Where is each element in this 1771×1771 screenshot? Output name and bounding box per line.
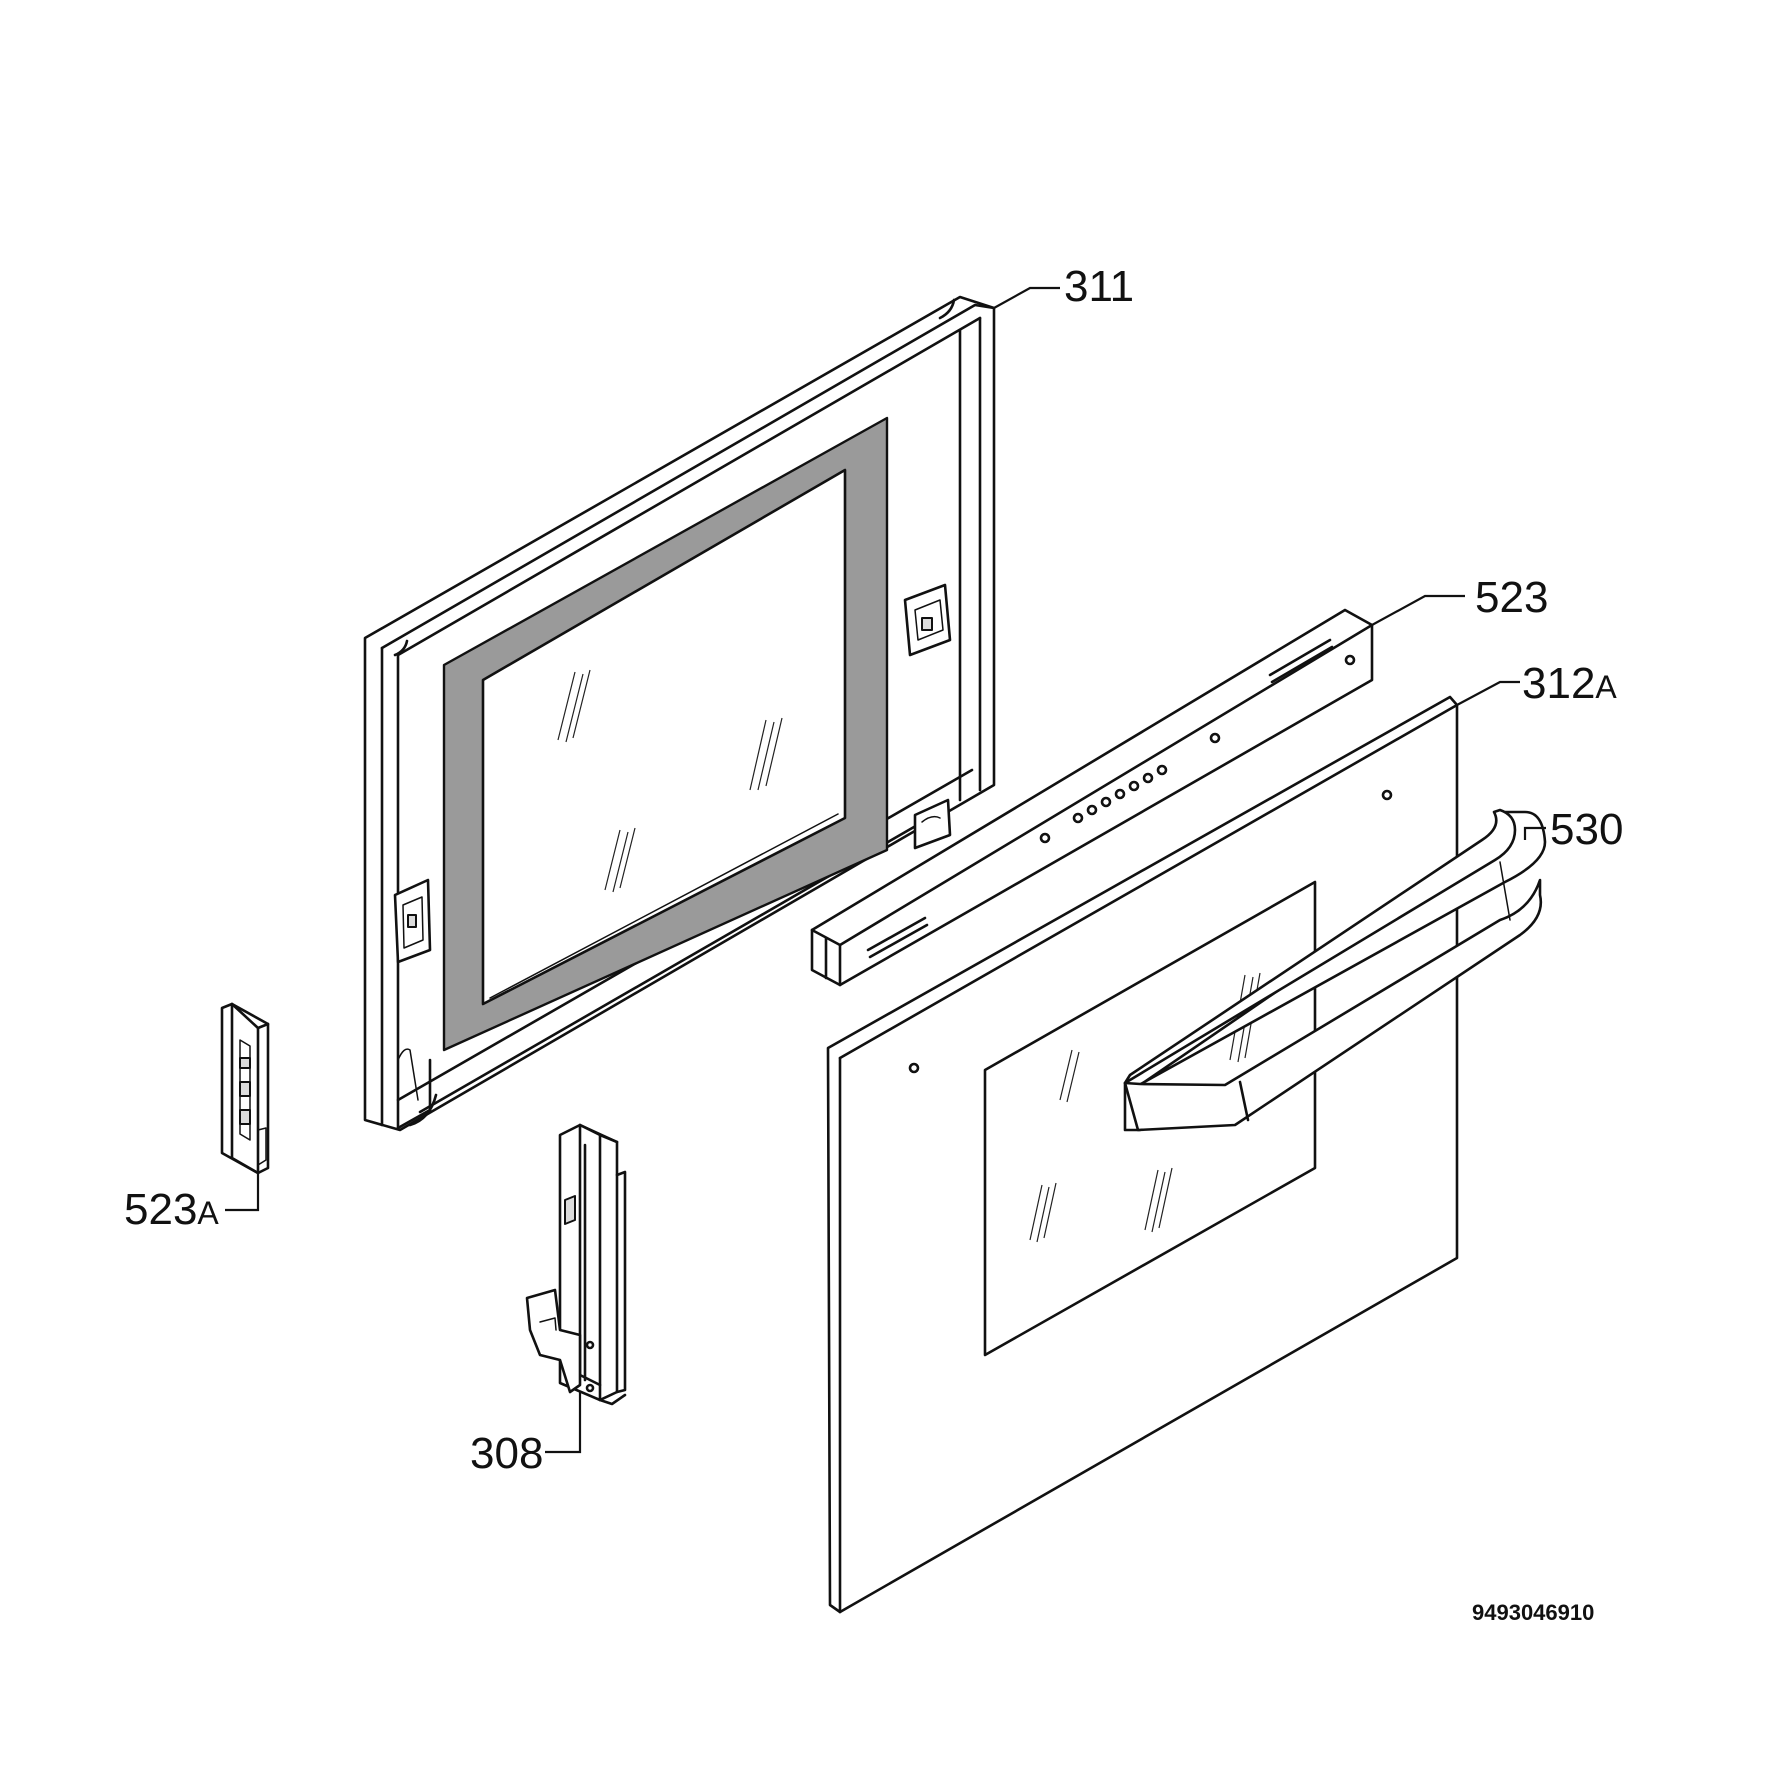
rail bbox=[810, 608, 1374, 987]
rail-holes bbox=[1039, 654, 1356, 844]
end-cap bbox=[220, 1002, 270, 1175]
handle bbox=[1123, 808, 1547, 1132]
leader-523a bbox=[225, 1173, 260, 1212]
label-530: 530 bbox=[1550, 805, 1623, 854]
label-311: 311 bbox=[1064, 262, 1134, 311]
leader-308 bbox=[545, 1392, 582, 1454]
label-523a: 523A bbox=[124, 1185, 219, 1234]
label-523: 523 bbox=[1475, 573, 1548, 622]
document-number: 9493046910 bbox=[1472, 1600, 1594, 1625]
leader-530 bbox=[1523, 826, 1546, 840]
outer-glass-glint-lines bbox=[1029, 972, 1261, 1243]
left-hinge-slot bbox=[393, 878, 432, 964]
label-312a: 312A bbox=[1522, 659, 1617, 708]
leader-311 bbox=[993, 286, 1060, 309]
leader-523 bbox=[1371, 594, 1465, 626]
upper-hinge-slot bbox=[903, 583, 952, 657]
hinge bbox=[525, 1123, 627, 1406]
inner-door-frame bbox=[363, 295, 996, 1132]
label-308: 308 bbox=[470, 1429, 543, 1478]
leader-312a bbox=[1456, 680, 1520, 706]
glass-glint-lines bbox=[557, 669, 783, 893]
leader-lines bbox=[225, 286, 1546, 1454]
outer-glass bbox=[826, 695, 1459, 1614]
lower-right-clip bbox=[913, 798, 952, 850]
